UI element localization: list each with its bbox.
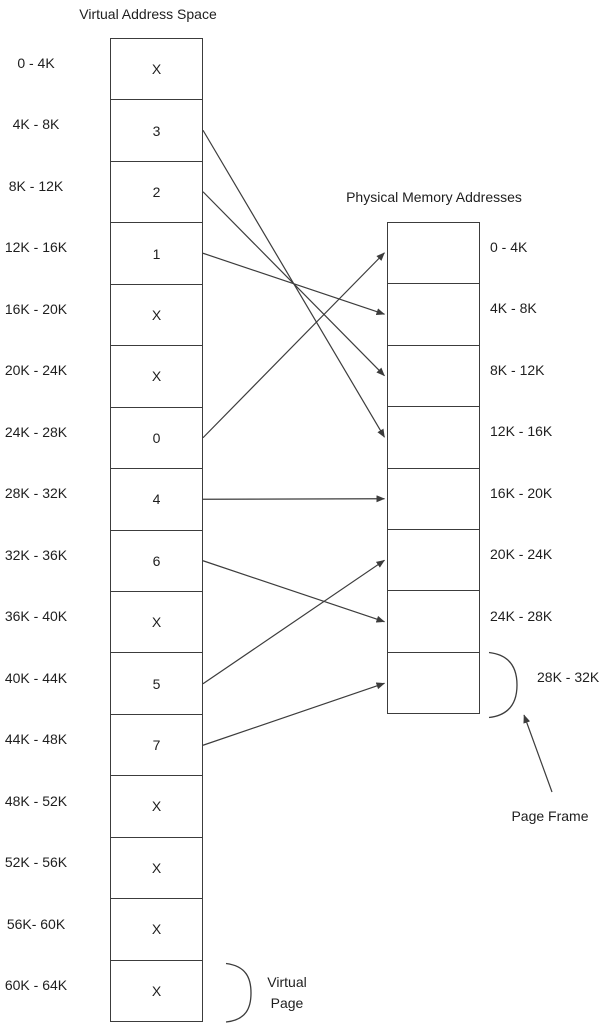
physical-range-label-7: 28K - 32K [537,669,600,686]
page-frame-cell-1 [388,283,479,344]
virtual-page-cell-9: X [111,590,202,652]
virtual-page-cell-14: X [111,898,202,959]
physical-range-label-5: 20K - 24K [490,546,553,563]
physical-range-label-6: 24K - 28K [490,607,553,624]
physical-range-label-3: 12K - 16K [490,423,553,440]
virtual-page-cell-12: X [111,775,202,836]
mapping-arrow-v10-f5 [202,559,385,685]
page-mapping-arrows [202,129,386,746]
mapping-arrow-v8-f6 [202,560,385,623]
physical-memory-addresses-title: Physical Memory Addresses [346,189,522,205]
virtual-range-label-14: 56K- 60K [6,915,66,932]
virtual-range-label-3: 12K - 16K [4,239,68,256]
page-frame-cell-0 [388,223,479,283]
virtual-page-caption: Virtual Page [255,972,319,1014]
mapping-arrow-v7-f4 [202,495,385,503]
physical-range-label-2: 8K - 12K [490,361,545,378]
virtual-page-cell-4: X [111,283,202,345]
mapping-arrow-v6-f0 [202,252,385,439]
physical-memory-column [387,222,480,714]
virtual-range-label-13: 52K - 56K [4,854,68,871]
virtual-page-cell-3: 1 [111,222,202,283]
virtual-page-cell-8: 6 [111,529,202,591]
page-frame-bracket [488,651,518,719]
mapping-arrow-v3-f1 [202,252,385,316]
mapping-arrow-v2-f2 [202,191,385,377]
virtual-page-cell-15: X [111,959,202,1021]
virtual-page-cell-13: X [111,836,202,898]
virtual-range-label-5: 20K - 24K [4,362,68,379]
virtual-page-cell-6: 0 [111,406,202,468]
virtual-page-caption-line2: Page [270,995,304,1011]
virtual-range-label-12: 48K - 52K [4,792,68,809]
virtual-range-label-2: 8K - 12K [8,177,64,194]
virtual-range-label-6: 24K - 28K [4,423,68,440]
virtual-page-cell-0: X [151,61,162,78]
page-frame-pointer-arrow [523,714,553,793]
page-frame-cell-7 [388,651,479,713]
mapping-arrow-v1-f3 [202,129,386,438]
virtual-page-cell-7: 4 [111,468,202,529]
page-frame-caption: Page Frame [511,808,589,824]
virtual-range-label-0: 0 - 4K [17,54,55,71]
virtual-range-label-4: 16K - 20K [4,300,68,317]
virtual-range-label-10: 40K - 44K [4,669,68,686]
physical-range-label-0: 0 - 4K [490,238,528,255]
page-frame-cell-5 [388,528,479,590]
page-frame-cell-3 [388,406,479,467]
virtual-page-cell-2: 2 [111,160,202,222]
virtual-page-cell-10: 5 [111,652,202,713]
page-frame-cell-4 [388,467,479,529]
virtual-page-cell-11: 7 [111,713,202,775]
virtual-page-cell-1: 3 [111,99,202,160]
virtual-page-caption-line1: Virtual [267,974,307,990]
physical-range-label-4: 16K - 20K [490,484,553,501]
physical-range-label-1: 4K - 8K [490,300,537,317]
mapping-arrow-v11-f7 [202,682,385,746]
virtual-page-bracket [225,962,252,1023]
virtual-range-label-11: 44K - 48K [4,731,68,748]
page-frame-cell-6 [388,590,479,651]
virtual-page-cell-5: X [111,345,202,406]
page-frame-cell-2 [388,344,479,406]
virtual-range-label-8: 32K - 36K [4,546,68,563]
virtual-range-label-1: 4K - 8K [12,116,60,133]
virtual-range-label-7: 28K - 32K [4,485,68,502]
virtual-address-space-title: Virtual Address Space [79,6,217,22]
virtual-range-label-15: 60K - 64K [4,977,68,994]
virtual-range-label-9: 36K - 40K [4,608,68,625]
